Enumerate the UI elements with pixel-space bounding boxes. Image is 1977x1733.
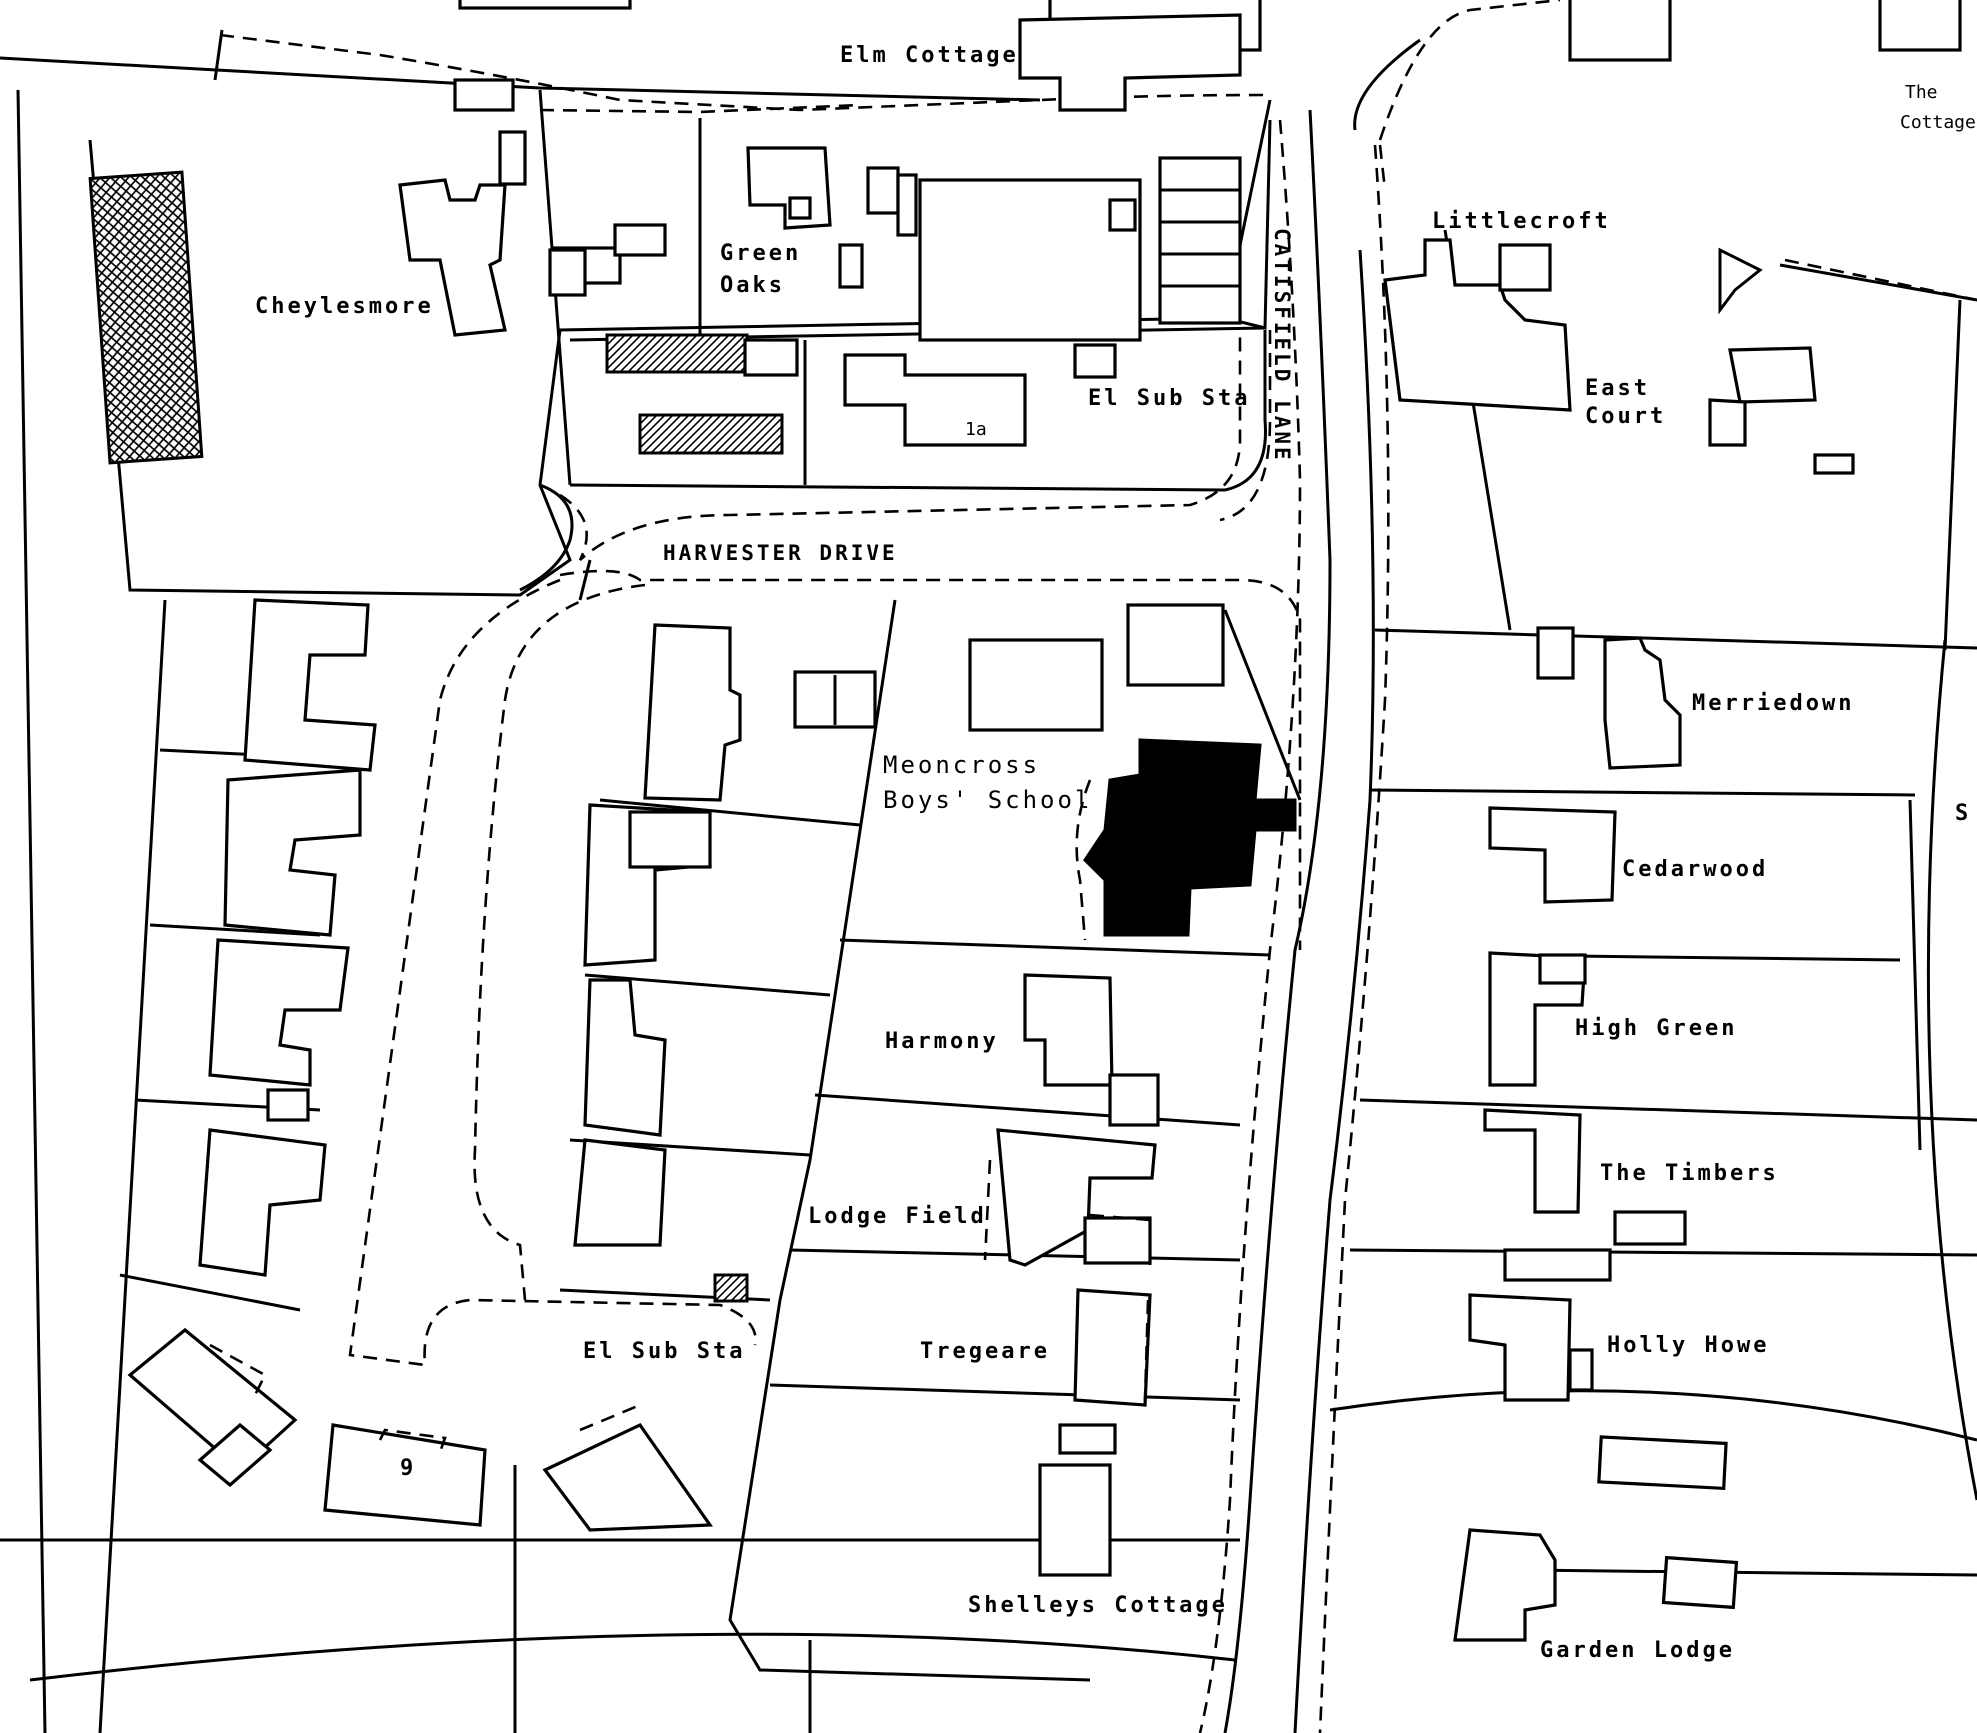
label-merriedown: Merriedown bbox=[1692, 691, 1854, 716]
label-el-sub-sta-north: El Sub Sta bbox=[1088, 386, 1250, 411]
label-cheylesmore: Cheylesmore bbox=[255, 294, 434, 319]
label-edge-s: S bbox=[1955, 801, 1971, 826]
label-the-timbers: The Timbers bbox=[1600, 1161, 1779, 1186]
label-the-cottage-1: The bbox=[1905, 82, 1938, 103]
lane-dashed-edges bbox=[1198, 0, 1977, 1733]
label-tregeare: Tregeare bbox=[920, 1339, 1050, 1364]
label-elm-cottage: Elm Cottage bbox=[840, 43, 1019, 68]
label-green-oaks-1: Green bbox=[720, 241, 801, 266]
label-meoncross-2: Boys' School bbox=[883, 786, 1092, 814]
label-lodge-field: Lodge Field bbox=[808, 1204, 987, 1229]
label-cedarwood: Cedarwood bbox=[1622, 857, 1768, 882]
label-green-oaks-2: Oaks bbox=[720, 273, 785, 298]
label-littlecroft: Littlecroft bbox=[1432, 209, 1611, 234]
label-plot-9: 9 bbox=[400, 1456, 416, 1481]
label-catisfield-lane: CATISFIELD LANE bbox=[1270, 228, 1294, 463]
label-shelleys-cottage: Shelleys Cottage bbox=[968, 1593, 1228, 1618]
buildings bbox=[88, 0, 1962, 1642]
harvester-drive-road bbox=[348, 330, 1302, 1367]
label-east-court-1: East bbox=[1585, 376, 1650, 401]
label-harmony: Harmony bbox=[885, 1029, 999, 1054]
top-road bbox=[213, 29, 1266, 114]
label-east-court-2: Court bbox=[1585, 404, 1666, 429]
map-labels: Elm Cottage Cheylesmore Green Oaks El Su… bbox=[255, 43, 1976, 1663]
label-garden-lodge: Garden Lodge bbox=[1540, 1638, 1735, 1663]
label-holly-howe: Holly Howe bbox=[1607, 1333, 1769, 1358]
catisfield-lane-road bbox=[1223, 38, 1421, 1733]
label-plot-1a: 1a bbox=[965, 419, 987, 440]
label-harvester-drive: HARVESTER DRIVE bbox=[663, 541, 898, 565]
label-the-cottage-2: Cottage bbox=[1900, 112, 1976, 133]
label-el-sub-sta-south: El Sub Sta bbox=[583, 1339, 745, 1364]
label-meoncross-1: Meoncross bbox=[883, 751, 1040, 779]
label-high-green: High Green bbox=[1575, 1016, 1737, 1041]
